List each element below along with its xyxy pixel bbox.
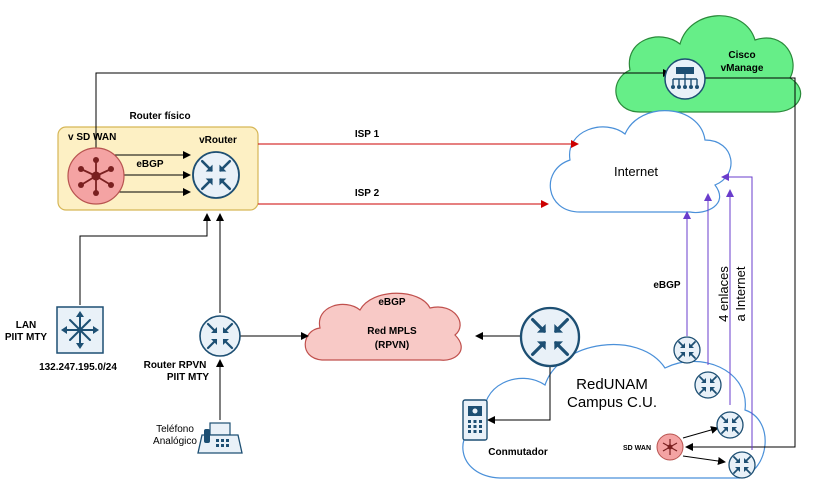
sdwan-small-link-a bbox=[682, 426, 719, 439]
vrouter-icon[interactable] bbox=[191, 150, 241, 200]
vmanage-label: vManage bbox=[721, 63, 764, 74]
internet-enlaces-label: a Internet bbox=[733, 266, 748, 321]
mpls-label: Red MPLS bbox=[367, 326, 417, 337]
router-rpvn-label-2: PIIT MTY bbox=[167, 372, 210, 383]
edge-router-1-icon[interactable] bbox=[673, 336, 701, 364]
conmutador-label: Conmutador bbox=[488, 447, 548, 458]
enlaces-label: 4 enlaces bbox=[716, 266, 731, 322]
lan-label: LAN bbox=[16, 320, 37, 331]
sd-wan-hub-icon[interactable] bbox=[67, 147, 125, 205]
sd-wan-small-icon[interactable] bbox=[656, 433, 684, 461]
rpvn-label: (RPVN) bbox=[375, 340, 409, 351]
sdwan-small-label: SD WAN bbox=[623, 445, 651, 452]
router-fisico-label: Router físico bbox=[129, 111, 190, 122]
redunam-label: RedUNAM bbox=[576, 376, 648, 393]
vsdwan-label: v SD WAN bbox=[68, 132, 116, 143]
mpls-ebgp-label: eBGP bbox=[378, 297, 406, 308]
isp1-label: ISP 1 bbox=[355, 129, 380, 140]
sdwan-small-link-b bbox=[682, 455, 726, 465]
ebgp-right-label: eBGP bbox=[653, 280, 681, 291]
vmanage-link bbox=[95, 69, 671, 160]
vmanage-icon[interactable] bbox=[664, 58, 706, 100]
redunam-router-icon[interactable] bbox=[519, 306, 581, 368]
cisco-label: Cisco bbox=[728, 50, 755, 61]
conmutador-link bbox=[487, 360, 551, 424]
ip-phone-icon[interactable] bbox=[462, 399, 488, 441]
router-rpvn-label: Router RPVN bbox=[144, 360, 207, 371]
telefono-label: Teléfono bbox=[156, 424, 194, 435]
vmanage-cloud bbox=[615, 15, 802, 113]
edge-router-4-icon[interactable] bbox=[728, 451, 756, 479]
vmanage-sdwan-link bbox=[685, 77, 796, 451]
analog-phone-icon[interactable] bbox=[197, 422, 243, 454]
analogico-label: Analógico bbox=[153, 436, 197, 447]
edge-router-3-icon[interactable] bbox=[716, 411, 744, 439]
bgp-link-4 bbox=[721, 173, 753, 450]
rpvn-router-icon[interactable] bbox=[198, 314, 242, 358]
layer3-switch-icon[interactable] bbox=[56, 306, 104, 354]
piit-mty-label: PIIT MTY bbox=[5, 332, 48, 343]
internet-label: Internet bbox=[614, 164, 658, 179]
vrouter-label: vRouter bbox=[199, 135, 237, 146]
lan-link bbox=[79, 213, 211, 305]
edge-router-2-icon[interactable] bbox=[694, 371, 722, 399]
ebgp-inner-label: eBGP bbox=[136, 159, 164, 170]
campus-label: Campus C.U. bbox=[567, 394, 657, 411]
internet-cloud bbox=[549, 110, 732, 214]
isp2-label: ISP 2 bbox=[355, 188, 380, 199]
mpls-cloud bbox=[304, 292, 462, 361]
subnet-label: 132.247.195.0/24 bbox=[39, 362, 117, 373]
